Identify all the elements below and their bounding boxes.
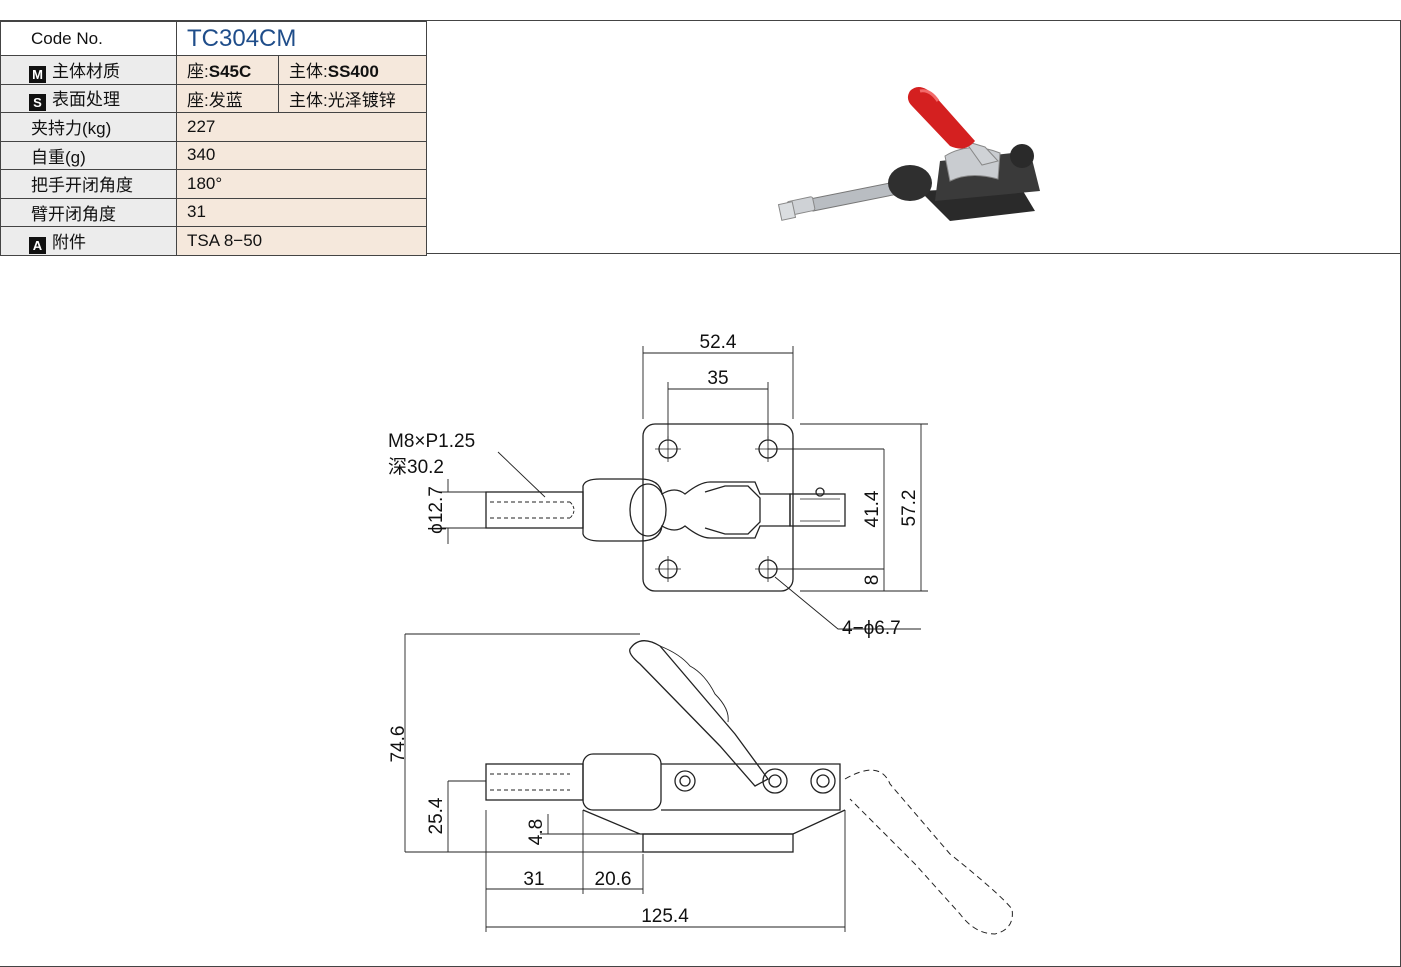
material-tag-icon: M [29, 65, 46, 83]
dimension-labels: 52.4 35 M8×P1.25 深30.2 ϕ12.7 41.4 57.2 8… [388, 332, 920, 927]
row-accessory: A 附件 TSA 8−50 [0, 226, 427, 256]
spec-sheet: Code No. TC304CM M 主体材质 座:S45C 主体:SS400 S… [0, 20, 1401, 967]
accessory-label-cell: A 附件 [0, 226, 177, 256]
plan-body-outline [582, 478, 791, 542]
arm-angle-label: 臂开闭角度 [0, 197, 177, 227]
dim-holes: 4−ϕ6.7 [842, 618, 901, 639]
material-body-prefix: 主体: [289, 62, 328, 82]
side-dimension-lines [404, 633, 846, 932]
material-label-cell: M 主体材质 [0, 55, 177, 85]
material-seat-prefix: 座: [187, 62, 209, 82]
surface-body: 主体:光泽镀锌 [278, 83, 427, 113]
row-material: M 主体材质 座:S45C 主体:SS400 [0, 55, 427, 85]
dim-hole-pitch-y: 41.4 [862, 490, 883, 527]
material-seat-value: S45C [208, 62, 252, 82]
photo-pivot [1010, 144, 1034, 168]
material-seat: 座:S45C [176, 55, 279, 85]
surface-label-cell: S 表面处理 [0, 83, 177, 113]
row-code: Code No. TC304CM [0, 21, 427, 56]
spec-header-block: Code No. TC304CM M 主体材质 座:S45C 主体:SS400 S… [0, 21, 1401, 256]
plan-mount-holes [655, 436, 781, 582]
material-body: 主体:SS400 [278, 55, 427, 85]
dim-plan-width: 52.4 [700, 332, 737, 353]
surface-tag-icon: S [29, 94, 46, 112]
product-photo [777, 87, 1040, 221]
side-body [661, 763, 841, 811]
dim-len-20-6: 20.6 [595, 869, 632, 890]
plan-collar [629, 483, 667, 537]
photo-collar [888, 165, 932, 201]
side-collar [582, 753, 662, 811]
dim-hole-offset: 8 [862, 575, 883, 586]
dim-shaft-dia: ϕ12.7 [426, 486, 447, 534]
clamp-force-value: 227 [176, 112, 427, 142]
dim-height-total: 74.6 [388, 726, 409, 763]
code-label: Code No. [0, 21, 177, 56]
photo-nut [777, 201, 797, 221]
handle-angle-value: 180° [176, 169, 427, 199]
dim-shaft-height: 25.4 [426, 797, 447, 834]
spec-table: Code No. TC304CM M 主体材质 座:S45C 主体:SS400 S… [0, 21, 427, 256]
side-base-plate [642, 833, 794, 853]
weight-label: 自重(g) [0, 140, 177, 170]
row-handle-angle: 把手开闭角度 180° [0, 169, 427, 199]
side-handle-closed-phantom [844, 769, 1013, 935]
plan-plunger [485, 491, 584, 529]
clamp-force-label: 夹持力(kg) [0, 112, 177, 142]
dim-plan-height: 57.2 [899, 490, 920, 527]
accessory-value: TSA 8−50 [176, 226, 427, 256]
surface-seat: 座:发蓝 [176, 83, 279, 113]
weight-value: 340 [176, 140, 427, 170]
photo-grip-highlight [919, 89, 940, 102]
dim-thread-depth: 深30.2 [388, 456, 444, 478]
side-plunger [485, 763, 584, 801]
code-value: TC304CM [176, 21, 427, 56]
dim-hole-pitch-x: 35 [707, 368, 728, 389]
accessory-tag-icon: A [29, 236, 46, 254]
row-surface: S 表面处理 座:发蓝 主体:光泽镀锌 [0, 83, 427, 113]
surface-label: 表面处理 [52, 90, 120, 110]
photo-handle-arm [963, 140, 999, 166]
dim-base-thickness: 4.8 [526, 819, 547, 845]
material-body-value: SS400 [327, 62, 379, 82]
plan-base-plate [642, 423, 794, 592]
dim-thread: M8×P1.25 [388, 431, 475, 452]
side-handle-open [629, 640, 769, 787]
plan-link [704, 485, 761, 535]
accessory-label: 附件 [52, 232, 86, 252]
row-clamp-force: 夹持力(kg) 227 [0, 112, 427, 142]
dim-overall-length: 125.4 [641, 906, 689, 927]
technical-drawing: 52.4 35 M8×P1.25 深30.2 ϕ12.7 41.4 57.2 8… [388, 332, 1013, 935]
material-label: 主体材质 [52, 61, 120, 81]
side-base [582, 809, 846, 835]
arm-angle-value: 31 [176, 197, 427, 227]
row-arm-angle: 臂开闭角度 31 [0, 197, 427, 227]
handle-angle-label: 把手开闭角度 [0, 169, 177, 199]
photo-red-grip [907, 87, 975, 149]
dim-len-31: 31 [523, 869, 544, 890]
row-weight: 自重(g) 340 [0, 140, 427, 170]
plan-clevis [789, 493, 846, 527]
plan-dimension-lines [440, 346, 928, 630]
